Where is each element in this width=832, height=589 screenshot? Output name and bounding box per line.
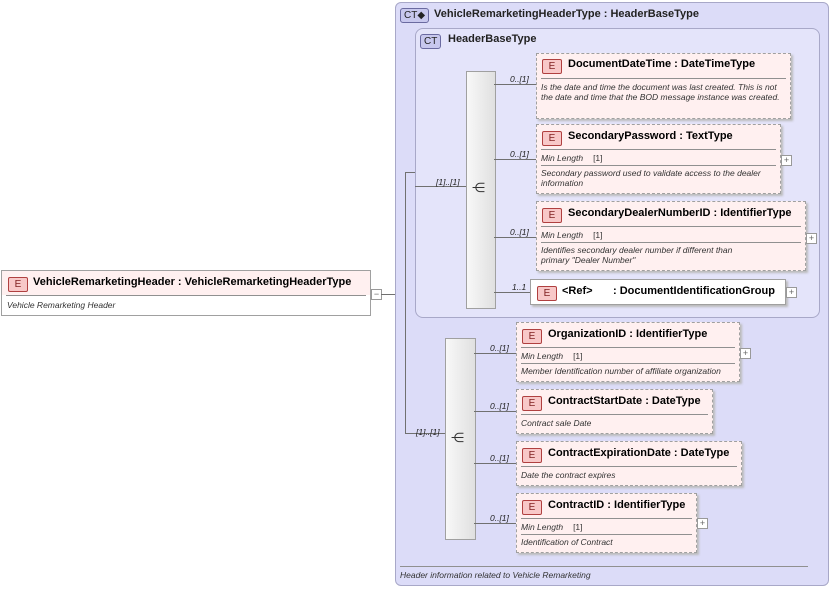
element-doc: Date the contract expires	[521, 470, 616, 480]
element-document-identification-group-ref[interactable]: E <Ref> : DocumentIdentificationGroup	[530, 279, 786, 305]
element-badge: E	[522, 329, 542, 344]
expand-toggle[interactable]: +	[786, 287, 797, 298]
element-contract-expiration-date[interactable]: E ContractExpirationDate : DateType Date…	[516, 441, 742, 486]
element-doc: Identifies secondary dealer number if di…	[541, 245, 733, 265]
element-cardinality: 0..[1]	[510, 227, 529, 237]
element-badge: E	[522, 396, 542, 411]
element-badge: E	[542, 208, 562, 223]
element-doc: Identification of Contract	[521, 537, 613, 547]
root-element-name: VehicleRemarketingHeader : VehicleRemark…	[33, 276, 352, 288]
sequence-compositor[interactable]	[445, 338, 476, 540]
element-cardinality: 0..[1]	[510, 74, 529, 84]
outer-type-doc: Header information related to Vehicle Re…	[400, 570, 591, 580]
inner-type-title: HeaderBaseType	[448, 33, 537, 45]
element-document-date-time[interactable]: E DocumentDateTime : DateTimeType Is the…	[536, 53, 791, 119]
expand-toggle[interactable]: +	[740, 348, 751, 359]
complex-type-icon: CT	[420, 34, 442, 49]
element-badge: E	[522, 448, 542, 463]
element-secondary-password[interactable]: E SecondaryPassword : TextType Min Lengt…	[536, 124, 781, 194]
element-contract-id[interactable]: E ContractID : IdentifierType Min Length…	[516, 493, 697, 553]
outer-type-title: VehicleRemarketingHeaderType : HeaderBas…	[434, 8, 699, 20]
element-doc: Contract sale Date	[521, 418, 592, 428]
sequence-icon: ⋲	[451, 430, 464, 445]
sequence-icon: ⋲	[472, 180, 485, 195]
element-badge: E	[537, 286, 557, 301]
element-cardinality: 1..1	[512, 282, 527, 292]
sequence-cardinality: [1]..[1]	[436, 177, 460, 187]
element-badge: E	[522, 500, 542, 515]
element-cardinality: 0..[1]	[490, 513, 509, 523]
element-cardinality: 0..[1]	[490, 401, 509, 411]
element-badge: E	[542, 59, 562, 74]
element-doc: Is the date and time the document was la…	[541, 82, 780, 102]
element-contract-start-date[interactable]: E ContractStartDate : DateType Contract …	[516, 389, 713, 434]
element-organization-id[interactable]: E OrganizationID : IdentifierType Min Le…	[516, 322, 740, 382]
expand-toggle[interactable]: +	[781, 155, 792, 166]
element-secondary-dealer-number-id[interactable]: E SecondaryDealerNumberID : IdentifierTy…	[536, 201, 806, 271]
complex-type-icon: CT◆	[400, 8, 430, 23]
element-cardinality: 0..[1]	[510, 149, 529, 159]
element-cardinality: 0..[1]	[490, 453, 509, 463]
element-doc: Secondary password used to validate acce…	[541, 168, 761, 188]
sequence-cardinality: [1]..[1]	[416, 427, 440, 437]
element-badge: E	[8, 277, 28, 292]
expand-toggle[interactable]: +	[697, 518, 708, 529]
expand-toggle[interactable]: +	[806, 233, 817, 244]
sequence-compositor[interactable]	[466, 71, 496, 309]
element-cardinality: 0..[1]	[490, 343, 509, 353]
element-doc: Member Identification number of affiliat…	[521, 366, 721, 376]
root-element[interactable]: E VehicleRemarketingHeader : VehicleRema…	[1, 270, 371, 316]
root-element-doc: Vehicle Remarketing Header	[7, 300, 116, 310]
element-badge: E	[542, 131, 562, 146]
